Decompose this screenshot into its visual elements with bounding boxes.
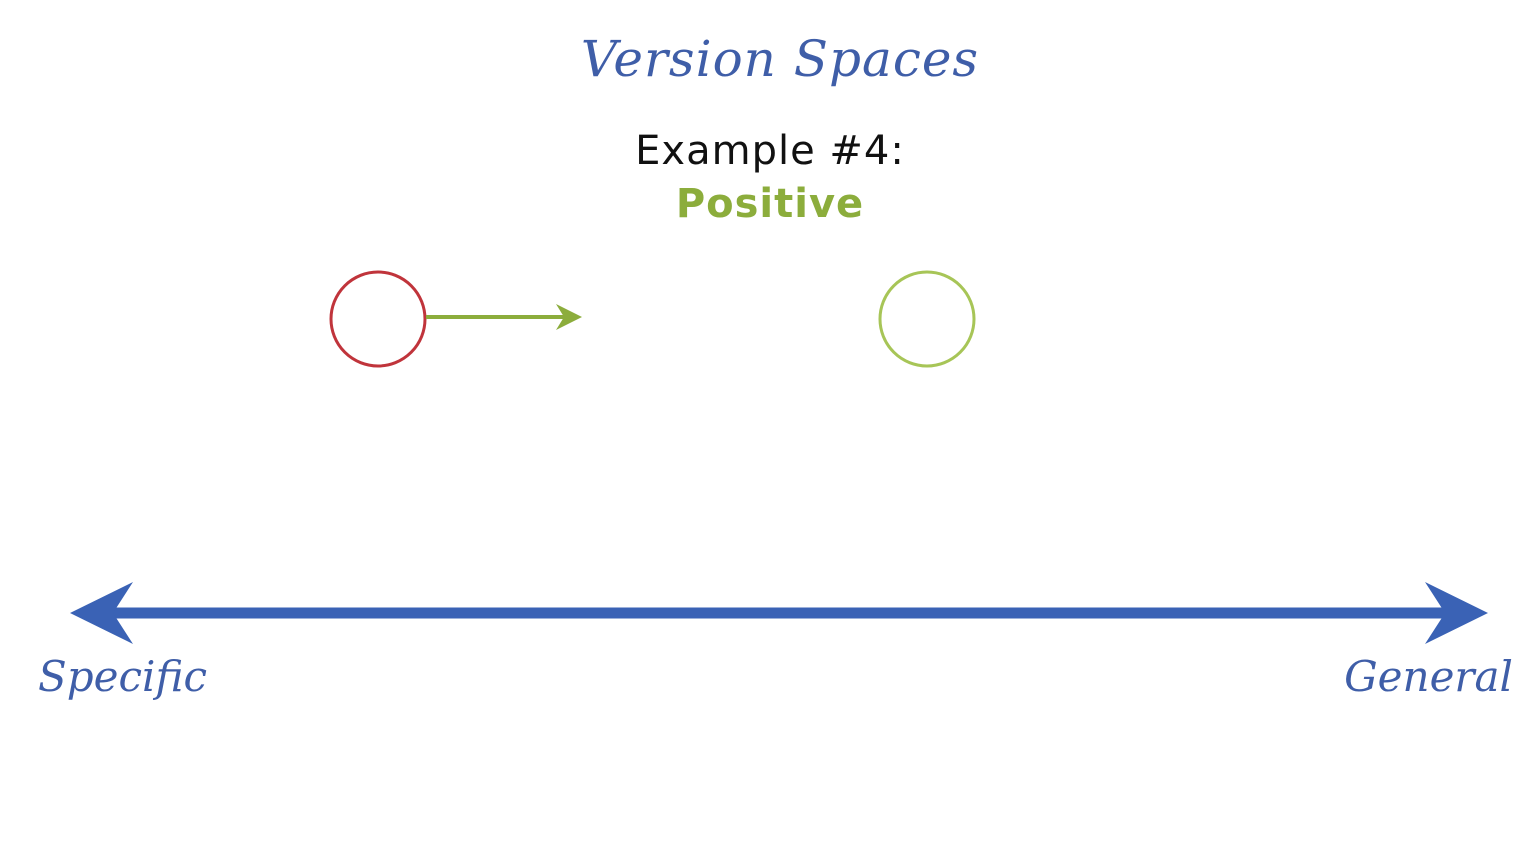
specific-model-circle xyxy=(329,270,427,368)
example-label: Example #4: xyxy=(635,128,905,174)
example-result: Positive xyxy=(675,181,865,227)
axis-label-general: General xyxy=(1344,652,1513,701)
slide-title: Version Spaces xyxy=(580,30,980,88)
specific-general-axis xyxy=(70,582,1488,644)
general-model-circle xyxy=(878,270,976,368)
axis-label-specific: Specific xyxy=(38,652,208,701)
generalization-arrow xyxy=(426,304,582,330)
